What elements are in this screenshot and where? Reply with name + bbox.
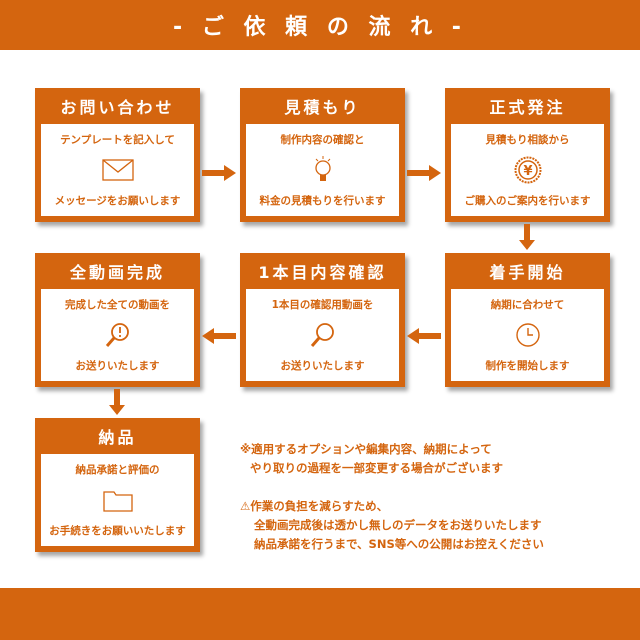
clock-icon xyxy=(515,321,541,349)
step-estimate: 見積もり 制作内容の確認と 料金の見積もりを行います xyxy=(240,88,405,222)
step-start: 着手開始 納期に合わせて 制作を開始します xyxy=(445,253,610,387)
step-line2: メッセージをお願いします xyxy=(54,195,181,207)
note-process-change: ※適用するオプションや編集内容、納期によって やり取りの過程を一部変更する場合が… xyxy=(240,440,503,478)
step-title: 1本目内容確認 xyxy=(258,263,387,282)
step-line2: お送りいたします xyxy=(75,360,160,372)
step-all-complete: 全動画完成 完成した全ての動画を お送りいたします xyxy=(35,253,200,387)
step-title: 全動画完成 xyxy=(69,263,165,282)
note-line: 全動画完成後は透かし無しのデータをお送りいたします xyxy=(254,518,542,532)
search-icon xyxy=(310,321,336,349)
folder-icon xyxy=(102,486,133,514)
step-line1: テンプレートを記入して xyxy=(60,134,175,146)
arrow-right-icon xyxy=(202,165,236,181)
step-inquiry: お問い合わせ テンプレートを記入して メッセージをお願いします xyxy=(35,88,200,222)
svg-text:¥: ¥ xyxy=(523,164,532,179)
arrow-left-icon xyxy=(202,328,236,344)
header-banner: - ご 依 頼 の 流 れ - xyxy=(0,0,640,50)
step-line2: 制作を開始します xyxy=(485,360,570,372)
step-line1: 1本目の確認用動画を xyxy=(271,299,374,311)
step-line1: 見積もり相談から xyxy=(485,134,570,146)
note-line: やり取りの過程を一部変更する場合がございます xyxy=(250,461,503,475)
step-line2: 料金の見積もりを行います xyxy=(259,195,386,207)
step-title: 着手開始 xyxy=(489,263,566,282)
step-line1: 完成した全ての動画を xyxy=(65,299,170,311)
footer-banner xyxy=(0,588,640,640)
note-line: 納品承諾を行うまで、SNS等への公開はお控えください xyxy=(254,537,544,551)
step-line2: ご購入のご案内を行います xyxy=(464,195,591,207)
page-title: - ご 依 頼 の 流 れ - xyxy=(173,15,467,40)
note-watermark: ⚠作業の負担を減らすため、 全動画完成後は透かし無しのデータをお送りいたします … xyxy=(240,497,544,554)
step-line2: お送りいたします xyxy=(280,360,365,372)
step-delivery: 納品 納品承諾と評価の お手続きをお願いいたします xyxy=(35,418,200,552)
note-line: ⚠作業の負担を減らすため、 xyxy=(240,499,389,513)
arrow-left-icon xyxy=(407,328,441,344)
step-first-review: 1本目内容確認 1本目の確認用動画を お送りいたします xyxy=(240,253,405,387)
step-title: 見積もり xyxy=(284,98,361,117)
envelope-icon xyxy=(101,156,134,184)
arrow-down-icon xyxy=(109,389,125,415)
step-line1: 納期に合わせて xyxy=(490,299,565,311)
yen-coin-icon: ¥ xyxy=(514,156,542,184)
step-title: 正式発注 xyxy=(489,98,566,117)
step-line1: 納品承諾と評価の xyxy=(75,464,160,476)
search-exclamation-icon xyxy=(105,321,131,349)
step-line1: 制作内容の確認と xyxy=(280,134,365,146)
lightbulb-icon xyxy=(311,156,335,184)
step-title: 納品 xyxy=(98,428,137,447)
step-line2: お手続きをお願いいたします xyxy=(49,525,186,537)
arrow-right-icon xyxy=(407,165,441,181)
arrow-down-icon xyxy=(519,224,535,250)
step-title: お問い合わせ xyxy=(60,98,175,117)
note-line: ※適用するオプションや編集内容、納期によって xyxy=(240,442,492,456)
step-order: 正式発注 見積もり相談から ¥ ご購入のご案内を行います xyxy=(445,88,610,222)
